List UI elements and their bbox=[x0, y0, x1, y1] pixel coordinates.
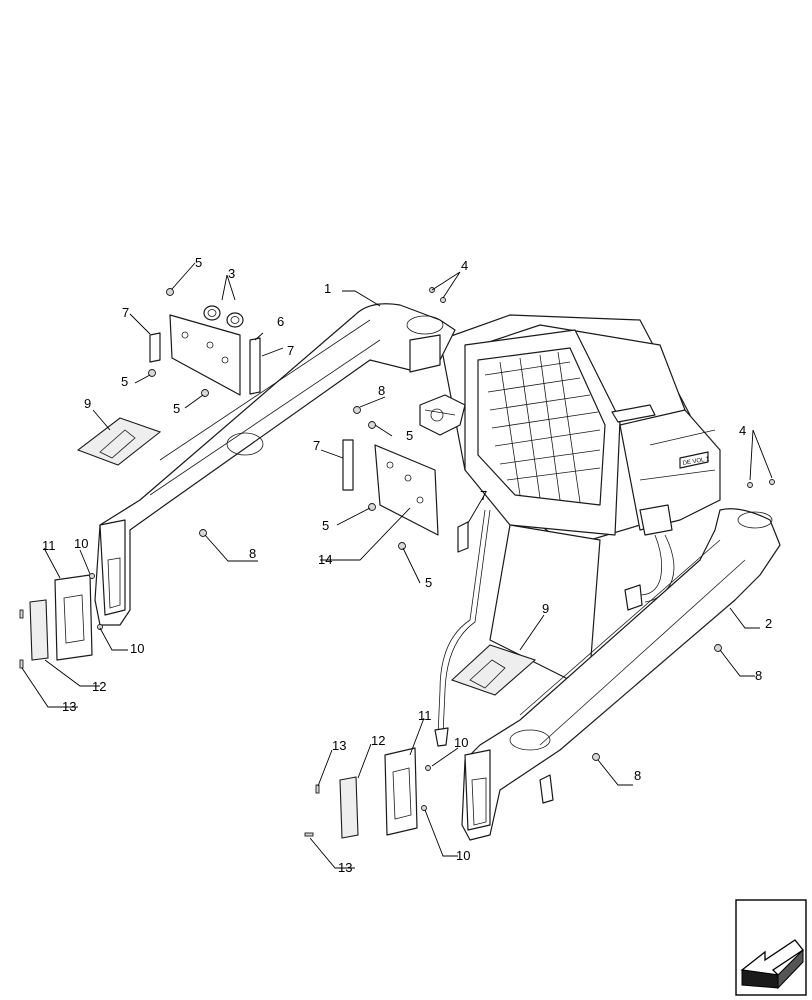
fasteners bbox=[19, 287, 775, 837]
next-page-arrow-icon[interactable] bbox=[735, 899, 807, 996]
callout-12: 12 bbox=[92, 679, 106, 694]
callout-10: 10 bbox=[454, 735, 468, 750]
step-mat-left bbox=[76, 417, 162, 466]
callout-5: 5 bbox=[322, 518, 329, 533]
lamp-frame-left bbox=[54, 574, 93, 661]
callout-4: 4 bbox=[461, 258, 468, 273]
callout-5: 5 bbox=[121, 374, 128, 389]
callout-5: 5 bbox=[425, 575, 432, 590]
callout-6: 6 bbox=[277, 314, 284, 329]
foam-strip bbox=[457, 521, 469, 553]
callout-10: 10 bbox=[74, 536, 88, 551]
callout-11: 11 bbox=[42, 538, 56, 553]
grille-pattern bbox=[484, 351, 601, 503]
callout-1: 1 bbox=[324, 281, 331, 296]
foam-strip bbox=[149, 332, 161, 363]
bracket-plate-14 bbox=[374, 444, 439, 536]
callout-14: 14 bbox=[318, 552, 332, 567]
callout-7: 7 bbox=[122, 305, 129, 320]
foam-strip bbox=[342, 439, 354, 491]
callout-10: 10 bbox=[456, 848, 470, 863]
callout-4: 4 bbox=[739, 423, 746, 438]
callout-7: 7 bbox=[480, 488, 487, 503]
callout-13: 13 bbox=[332, 738, 346, 753]
callout-10: 10 bbox=[130, 641, 144, 656]
grommet-pair bbox=[203, 305, 244, 328]
callout-7: 7 bbox=[313, 438, 320, 453]
callout-8: 8 bbox=[755, 668, 762, 683]
decal-label: DE VOL 1 bbox=[682, 456, 710, 467]
lamp-lens-right bbox=[339, 776, 359, 839]
callout-9: 9 bbox=[84, 396, 91, 411]
lamp-lens-left bbox=[29, 599, 49, 661]
callout-13: 13 bbox=[338, 860, 352, 875]
callout-8: 8 bbox=[249, 546, 256, 561]
leader-lines bbox=[21, 262, 773, 869]
hvac-unit: DE VOL 1 bbox=[439, 314, 721, 611]
bracket-plate-6 bbox=[169, 314, 241, 396]
drain-hose bbox=[437, 509, 486, 736]
callout-13: 13 bbox=[62, 699, 76, 714]
compressor-assembly bbox=[419, 394, 466, 436]
callout-5: 5 bbox=[173, 401, 180, 416]
callout-9: 9 bbox=[542, 601, 549, 616]
callout-12: 12 bbox=[371, 733, 385, 748]
callout-8: 8 bbox=[378, 383, 385, 398]
callout-8: 8 bbox=[634, 768, 641, 783]
callout-5: 5 bbox=[195, 255, 202, 270]
callout-3: 3 bbox=[228, 266, 235, 281]
lamp-frame-right bbox=[384, 747, 418, 836]
callout-labels: 1 2 3 4 4 5 5 5 5 5 5 6 7 7 7 7 8 8 8 8 … bbox=[42, 255, 772, 875]
step-mat-right bbox=[450, 644, 537, 696]
foam-strip bbox=[249, 337, 261, 395]
rops-arm-2 bbox=[461, 508, 781, 841]
callout-5: 5 bbox=[406, 428, 413, 443]
callout-2: 2 bbox=[765, 616, 772, 631]
callout-11: 11 bbox=[418, 708, 432, 723]
callout-7: 7 bbox=[287, 343, 294, 358]
